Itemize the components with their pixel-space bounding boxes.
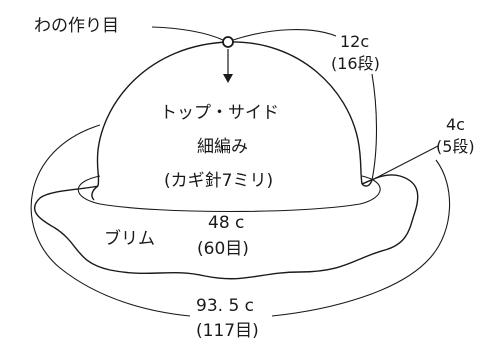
outer-measure-arc-right	[271, 159, 451, 317]
crown-rows-leader	[232, 29, 337, 41]
brim-rows-leader	[371, 145, 439, 181]
brim-inner-ellipse	[77, 175, 381, 213]
brim-inner-rows-label: (5段)	[436, 137, 475, 156]
brim-inner-count-label: 4c	[446, 115, 465, 134]
brim-name-label: ブリム	[104, 228, 155, 249]
brim-wavy-edge	[33, 174, 419, 280]
crown-rows-label: (16段)	[331, 54, 380, 73]
body-title-label: トップ・サイド	[160, 103, 279, 123]
outer-count-label: 93. 5 c	[196, 296, 254, 316]
magic-ring-leader	[151, 26, 224, 41]
crown-rows-leader-down	[371, 73, 378, 181]
outer-measure-arc	[30, 124, 191, 317]
brim-start-stitches-label: (60目)	[197, 239, 249, 259]
magic-ring-label: わの作り目	[34, 16, 119, 36]
crown-fold-right	[361, 179, 373, 187]
brim-start-count-label: 48 c	[208, 213, 244, 233]
crown-count-label: 12c	[340, 32, 369, 51]
body-technique-label: 細編み	[197, 137, 248, 157]
magic-ring-circle	[222, 36, 234, 48]
magic-ring-arrow-head	[223, 74, 233, 83]
outer-stitches-label: (117目)	[196, 321, 259, 341]
body-hook-label: (カギ針7ミリ)	[164, 171, 273, 191]
crown-fold-left	[91, 185, 99, 201]
